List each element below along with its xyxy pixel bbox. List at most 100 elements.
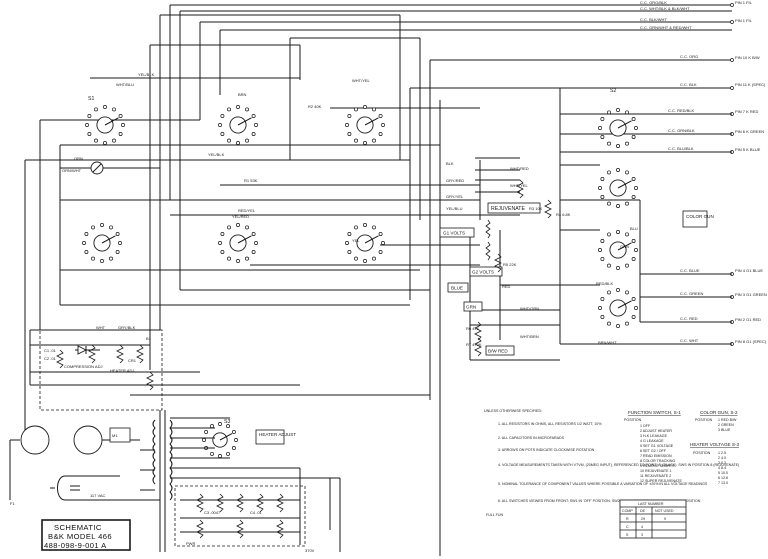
svg-text:NOT USED: NOT USED [655, 509, 674, 513]
svg-text:PIN 1 FIL: PIN 1 FIL [735, 18, 753, 23]
wafer-deck [85, 105, 125, 145]
svg-text:2 ADJUST HEATER: 2 ADJUST HEATER [640, 429, 672, 433]
cable-label: C.C. WHT/BLK & BLK/WHT [640, 6, 690, 11]
g2-volts-label: G2 VOLTS [472, 270, 494, 275]
connector-pins: PIN 1 FIL PIN 1 FIL PIN 10 K B/W PIN 11 … [730, 0, 767, 346]
svg-text:5 10.0: 5 10.0 [718, 471, 728, 475]
svg-text:YEL/BLK: YEL/BLK [138, 72, 155, 77]
blue-label: BLUE [451, 286, 463, 291]
svg-text:11 REJUVENATE 2: 11 REJUVENATE 2 [640, 474, 671, 478]
svg-text:9: 9 [664, 517, 666, 521]
svg-text:RED/YEL: RED/YEL [238, 208, 256, 213]
svg-text:PIN 2 G1 RED: PIN 2 G1 RED [735, 317, 761, 322]
svg-text:370V: 370V [305, 548, 315, 553]
last-number-table: LAST NUMBER COMP DE NOT USED R 29 9 C 4 … [619, 499, 687, 539]
cable-label: C.C. BLU/BLK [668, 146, 694, 151]
svg-text:4 G LEAKAGE: 4 G LEAKAGE [640, 439, 664, 443]
svg-text:WHT: WHT [96, 325, 106, 330]
svg-text:1. ALL RESISTORS IN OHMS, ALL: 1. ALL RESISTORS IN OHMS, ALL RESISTORS … [498, 422, 602, 426]
svg-text:WHT/BRN: WHT/BRN [520, 334, 539, 339]
switch-label: S1 [88, 96, 94, 102]
wafer-deck [598, 288, 638, 328]
svg-text:WHT/RED: WHT/RED [510, 166, 529, 171]
svg-text:ORN/WHT: ORN/WHT [62, 168, 82, 173]
svg-text:R5 22K: R5 22K [503, 262, 517, 267]
svg-text:6. ALL SWITCHES VIEWED FROM F: 6. ALL SWITCHES VIEWED FROM FRONT: SW1 I… [498, 499, 701, 503]
svg-text:YEL/BLU: YEL/BLU [446, 206, 463, 211]
top-cable-bus [150, 4, 732, 89]
svg-text:R4 6.8K: R4 6.8K [556, 212, 571, 217]
svg-text:S: S [626, 533, 629, 537]
cable-label: C.C. BLK [680, 82, 697, 87]
svg-text:WHT/YEL: WHT/YEL [352, 78, 371, 83]
notes-block: UNLESS OTHERWISE SPECIFIED: 1. ALL RESIS… [484, 409, 739, 517]
svg-text:YEL/BLK: YEL/BLK [208, 152, 225, 157]
cable-label: C.C. BLUE [680, 268, 700, 273]
switch-label: S3 [224, 419, 230, 425]
svg-text:WHT/GRN: WHT/GRN [520, 306, 539, 311]
svg-text:POSITION: POSITION [693, 451, 711, 455]
cable-label: C.C. BLK/WHT [640, 17, 667, 22]
svg-text:4 8.4: 4 8.4 [718, 466, 726, 470]
svg-text:PIN 10 K B/W: PIN 10 K B/W [735, 55, 760, 60]
wafer-deck [218, 105, 258, 145]
svg-text:FUNCTION SWITCH, S-1: FUNCTION SWITCH, S-1 [628, 410, 681, 415]
svg-text:COMPRESSION ADJ: COMPRESSION ADJ [64, 364, 102, 369]
cable-label: C.C. RED [680, 316, 698, 321]
heater-supply-section: COMPRESSION ADJ HEATER ADJ M1 117 VAC SC… [9, 329, 163, 551]
boxed-labels: REJUVENATE G1 VOLTS G2 VOLTS BLUE GRN B/… [255, 202, 714, 445]
svg-text:R1 53K: R1 53K [244, 178, 258, 183]
svg-text:C: C [626, 525, 629, 529]
meter-symbol [60, 161, 160, 175]
heater-voltage-table: HEATER VOLTAGE S-3 POSITION 1 2.5 2 4.0 … [690, 442, 739, 485]
grn-label: GRN [466, 305, 476, 310]
svg-text:WHT/YEL: WHT/YEL [510, 183, 529, 188]
svg-text:4: 4 [641, 525, 643, 529]
svg-text:BLK: BLK [446, 161, 454, 166]
color-gun-table: COLOR GUN, S-2 POSITION 1 RED B/W 2 GREE… [695, 410, 738, 432]
svg-text:WHT/BLU: WHT/BLU [116, 82, 134, 87]
resistor-ladder [474, 157, 552, 357]
svg-text:DE: DE [640, 509, 646, 513]
svg-text:PIN 4 G1 BLUE: PIN 4 G1 BLUE [735, 268, 763, 273]
svg-text:PIN 3 G1 GREEN: PIN 3 G1 GREEN [735, 292, 767, 297]
svg-text:PIN 5 K BLUE: PIN 5 K BLUE [735, 147, 761, 152]
color-gun-label: COLOR GUN [686, 214, 714, 219]
svg-text:1 2.5: 1 2.5 [718, 451, 726, 455]
svg-text:PIN 1 FIL: PIN 1 FIL [735, 0, 753, 5]
svg-text:5. NOMINAL TOLERANCE OF COMPO: 5. NOMINAL TOLERANCE OF COMPONENT VALUES… [498, 482, 708, 486]
svg-text:BRN/WHT: BRN/WHT [598, 340, 617, 345]
cable-label: C.C. RED/BLK [668, 108, 695, 113]
svg-text:GRN: GRN [620, 244, 629, 249]
svg-text:CR1: CR1 [128, 358, 137, 363]
cable-label: C.C. GRN/WHT & RED/WHT [640, 25, 692, 30]
svg-text:3 BLUE: 3 BLUE [718, 428, 731, 432]
svg-text:FULL FUN: FULL FUN [486, 513, 503, 517]
svg-text:YEL: YEL [352, 238, 360, 243]
wafer-switches [82, 105, 638, 458]
svg-text:HEATER ADJ: HEATER ADJ [110, 368, 134, 373]
svg-text:F1: F1 [10, 501, 15, 506]
wafer-deck [598, 230, 638, 270]
title-line-1: SCHEMATIC [54, 523, 102, 532]
svg-text:1 RED B/W: 1 RED B/W [718, 418, 737, 422]
svg-text:POSITION: POSITION [624, 418, 642, 422]
svg-text:PIN 6 K GREEN: PIN 6 K GREEN [735, 129, 764, 134]
svg-text:7 READ EMISSION: 7 READ EMISSION [640, 454, 672, 458]
svg-text:2 GREEN: 2 GREEN [718, 423, 734, 427]
switch-label: S2 [610, 88, 616, 94]
svg-text:3: 3 [641, 533, 643, 537]
rejuvenate-label: REJUVENATE [491, 206, 525, 212]
svg-text:C4 .01: C4 .01 [250, 510, 263, 515]
svg-text:117 VAC: 117 VAC [90, 493, 106, 498]
svg-text:COMP: COMP [622, 509, 633, 513]
cable-label: C.C. GREEN [680, 291, 703, 296]
svg-text:R2 40K: R2 40K [308, 104, 322, 109]
title-line-2: B&K MODEL 466 [48, 532, 112, 541]
svg-text:R7 470K: R7 470K [466, 342, 482, 347]
svg-text:YEL/RED: YEL/RED [232, 214, 249, 219]
function-switch-table: FUNCTION SWITCH, S-1 POSITION 1 OFF 2 AD… [624, 410, 682, 483]
cable-label: C.C. WHT [680, 338, 699, 343]
wafer-deck [345, 105, 385, 145]
svg-text:M1: M1 [112, 433, 118, 438]
